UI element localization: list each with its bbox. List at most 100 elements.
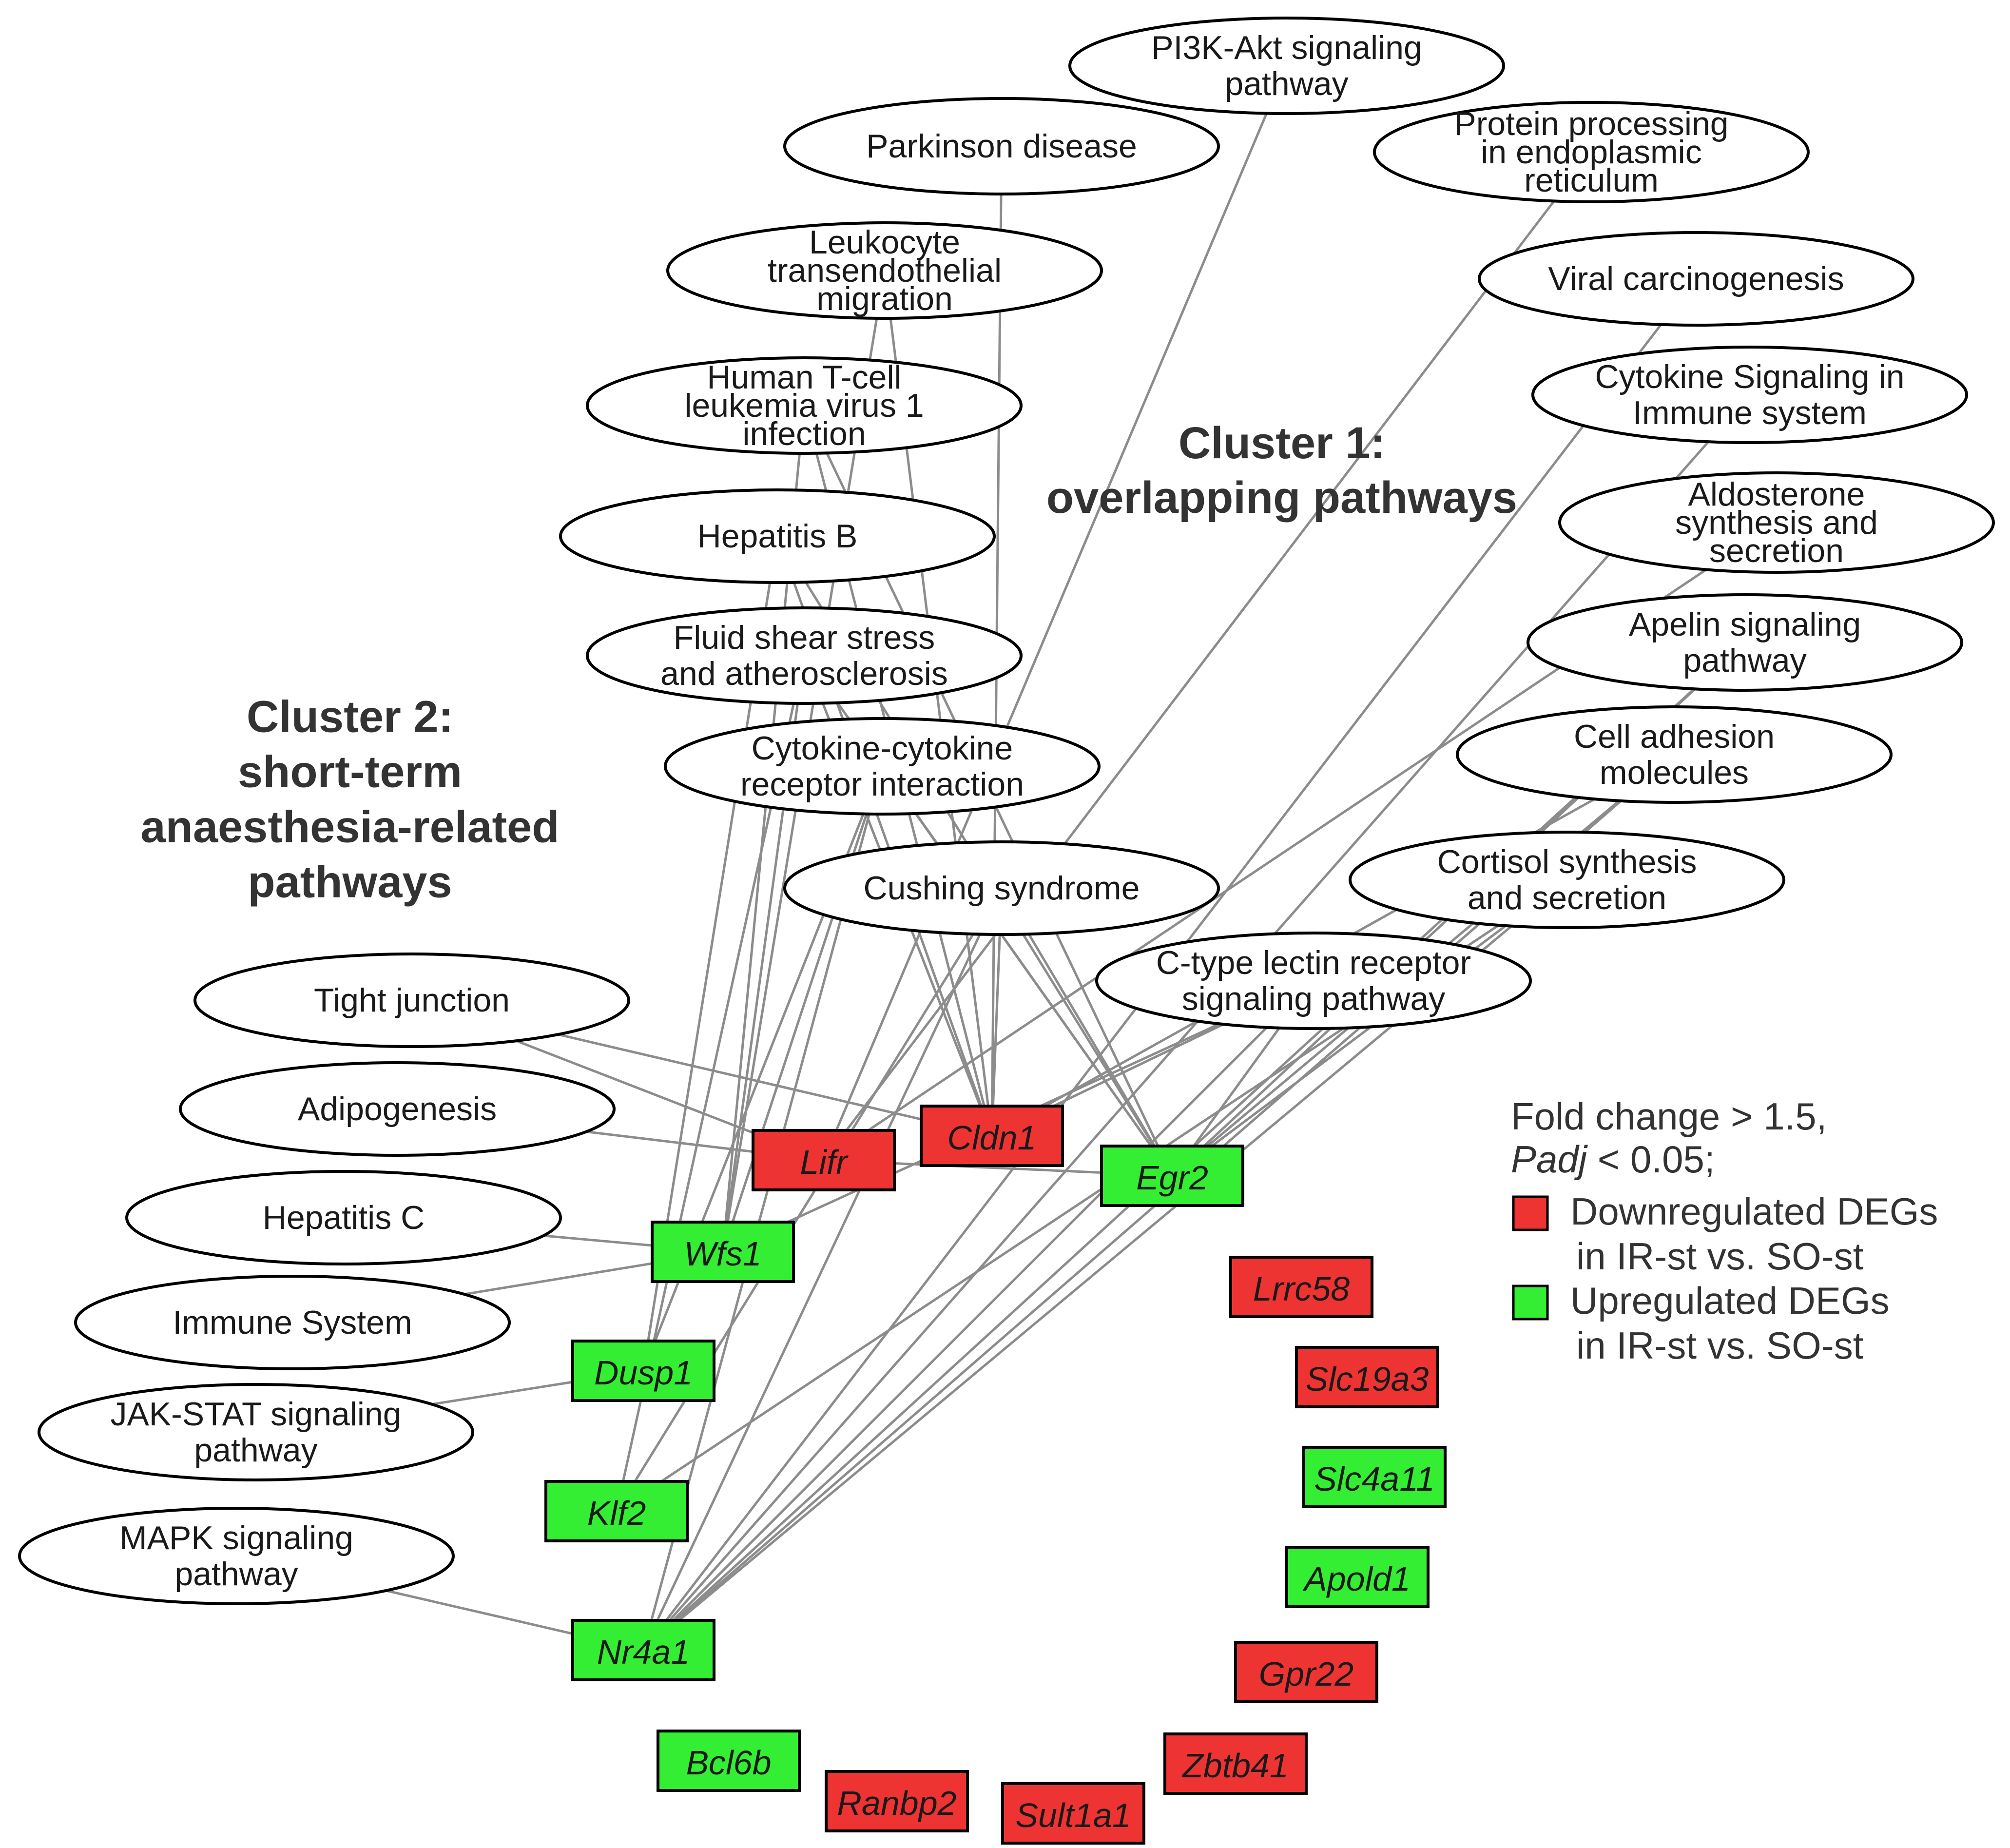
pathway-label-line: reticulum [1524,162,1659,199]
gene-node-zbtb41[interactable]: Zbtb41 [1163,1732,1308,1795]
legend-label-line: Downregulated DEGs [1570,1190,1938,1233]
pathway-node-cushing[interactable]: Cushing syndrome [783,840,1220,936]
pathway-label-line: leukemia virus 1 [684,387,924,424]
pathway-node-hepc[interactable]: Hepatitis C [125,1170,562,1265]
pathway-label-line: Cytokine Signaling in [1595,358,1904,395]
pathway-label-line: infection [742,415,866,452]
pathway-label-line: Immune System [173,1304,412,1341]
pathway-label-line: synthesis and [1675,504,1878,541]
cluster-2-title-line: Cluster 2: [247,692,453,742]
pathway-label-line: Viral carcinogenesis [1548,260,1844,297]
gene-node-lrrc58[interactable]: Lrrc58 [1229,1256,1373,1318]
pathway-label-line: Tight junction [314,982,510,1019]
pathway-ellipse [783,840,1220,936]
gene-node-gpr22[interactable]: Gpr22 [1234,1641,1378,1703]
pathway-node-viral[interactable]: Viral carcinogenesis [1478,231,1914,327]
pathway-label-line: pathway [1225,65,1348,102]
gene-node-lifr[interactable]: Lifr [752,1129,896,1191]
gene-box [1100,1145,1244,1207]
gene-box [544,1480,689,1542]
pathway-label-line: in endoplasmic [1481,134,1702,171]
pathway-label: Tight junction [314,982,510,1019]
pathway-label-line: pathway [194,1432,317,1469]
gene-node-egr2[interactable]: Egr2 [1100,1145,1244,1207]
pathway-label-line: Hepatitis B [697,518,858,555]
gene-label: Sult1a1 [1015,1796,1131,1834]
gene-label: Bcl6b [686,1744,771,1782]
pathway-node-immune[interactable]: Immune System [74,1275,511,1370]
gene-label: Wfs1 [684,1235,761,1273]
gene-box [752,1129,896,1191]
pathway-ellipse [193,953,630,1048]
cluster-2-title-line: pathways [248,857,452,907]
gene-node-apold1[interactable]: Apold1 [1285,1546,1430,1608]
cluster-1-title-line: Cluster 1: [1179,418,1385,468]
pathway-label: Cushing syndrome [864,870,1140,907]
pathway-ellipse [1068,17,1505,115]
pathway-label-line: migration [816,280,953,317]
gene-node-wfs1[interactable]: Wfs1 [651,1221,795,1283]
gene-node-klf2[interactable]: Klf2 [544,1480,689,1542]
pathway-ellipse [586,606,1023,705]
gene-label: Nr4a1 [597,1633,690,1671]
gene-node-slc19a3[interactable]: Slc19a3 [1295,1346,1439,1408]
legend-swatch-down [1512,1195,1549,1231]
legend-label-line: Upregulated DEGs [1570,1279,1890,1322]
pathway-node-tight[interactable]: Tight junction [193,953,630,1048]
pathway-label-line: transendothelial [768,252,1002,289]
cluster-1-title: Cluster 1:overlapping pathways [1046,418,1517,523]
gene-label: Slc4a11 [1314,1460,1435,1498]
gene-node-slc4a11[interactable]: Slc4a11 [1302,1446,1447,1508]
legend-label-line: in IR-st vs. SO-st [1576,1324,1864,1367]
pathway-ellipse [1456,705,1893,804]
gene-node-cldn1[interactable]: Cldn1 [920,1105,1064,1167]
gene-node-nr4a1[interactable]: Nr4a1 [571,1619,715,1681]
gene-box [1163,1732,1308,1795]
pathway-node-adipo[interactable]: Adipogenesis [179,1061,616,1157]
pathway-label-line: Leukocyte [809,224,960,261]
gene-node-bcl6b[interactable]: Bcl6b [657,1730,801,1792]
gene-node-dusp1[interactable]: Dusp1 [571,1340,715,1402]
gene-node-sult1a1[interactable]: Sult1a1 [1001,1782,1145,1845]
pathway-label-line: Immune system [1633,394,1867,431]
pathway-ellipse [1095,932,1532,1030]
pathway-label-line: Adipogenesis [298,1090,497,1128]
pathway-node-parkinson[interactable]: Parkinson disease [783,97,1220,195]
gene-node-ranbp2[interactable]: Ranbp2 [825,1770,969,1832]
legend-criteria-fold: Fold change > 1.5, [1511,1095,1827,1138]
gene-label: Gpr22 [1259,1655,1354,1693]
pathway-node-hepb[interactable]: Hepatitis B [559,488,996,584]
pathway-label-line: molecules [1600,754,1749,791]
gene-box [1001,1782,1145,1845]
pathway-label-line: Cytokine-cytokine [752,730,1013,767]
edge-klf2-cushing [615,887,1003,1512]
pathway-label-line: Protein processing [1454,105,1728,142]
pathway-label: Immune System [173,1304,412,1341]
pathway-ellipse [1527,593,1963,692]
gene-box [571,1619,715,1681]
pathway-label-line: and atherosclerosis [660,655,948,692]
pathway-ellipse [38,1383,474,1481]
pathway-label-line: MAPK signaling [119,1519,353,1556]
